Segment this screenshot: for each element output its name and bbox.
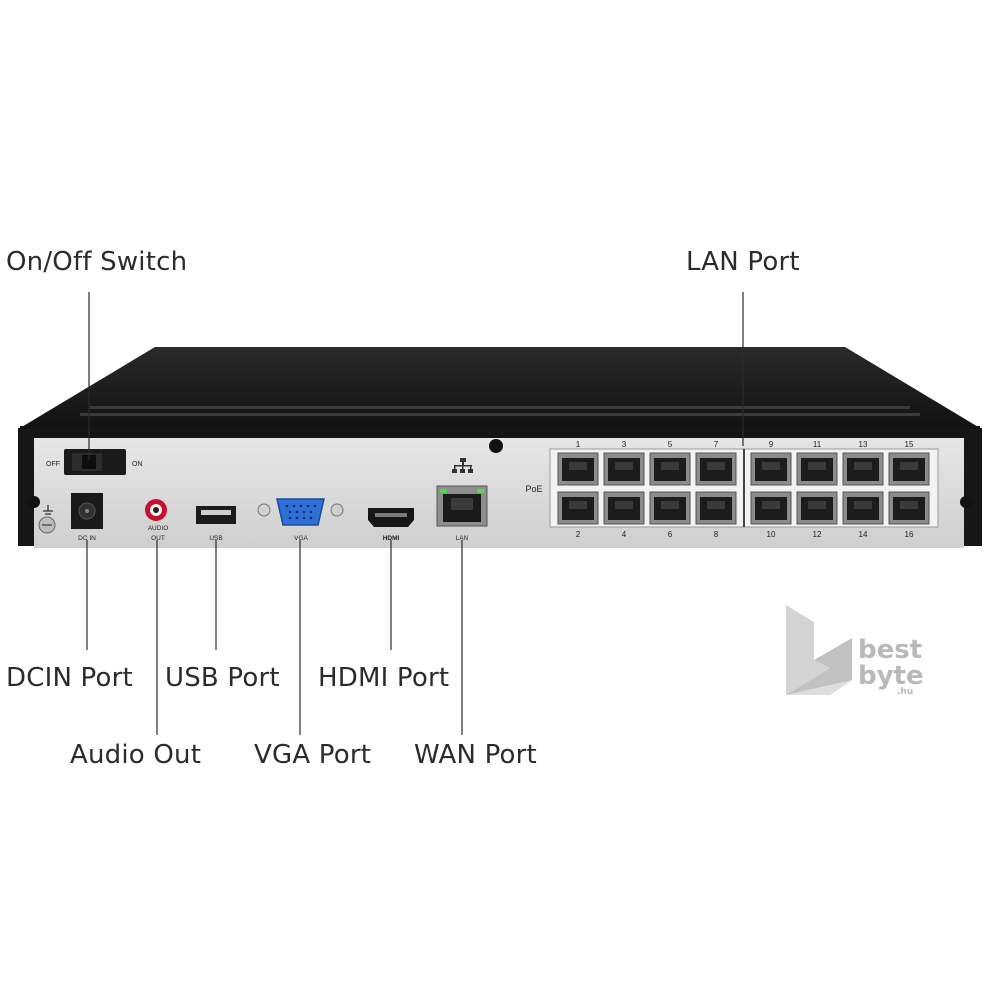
callout-on-off-switch: On/Off Switch — [6, 247, 188, 277]
logo-word-byte: byte — [858, 661, 924, 691]
poe-rj45-port — [695, 491, 737, 525]
poe-port-number: 11 — [813, 440, 822, 449]
poe-rj45-port — [649, 452, 691, 486]
poe-label: PoE — [525, 484, 542, 494]
hdmi-port — [368, 508, 414, 527]
poe-rj45-port — [557, 452, 599, 486]
poe-port-number: 6 — [668, 530, 673, 539]
vga-port — [276, 498, 325, 526]
poe-rj45-port — [750, 452, 792, 486]
chassis-left-cap — [18, 428, 34, 546]
ground-icon — [43, 505, 53, 515]
poe-port-number: 8 — [714, 530, 719, 539]
logo-suffix: .hu — [897, 687, 913, 697]
poe-rj45-port — [603, 491, 645, 525]
callout-lan-port: LAN Port — [686, 247, 800, 277]
logo-word-best: best — [858, 635, 922, 665]
audio-out-label-line2: OUT — [151, 535, 165, 542]
vent-slots — [80, 406, 920, 416]
poe-port-number: 10 — [767, 530, 776, 539]
poe-rj45-port — [695, 452, 737, 486]
callout-usb-port: USB Port — [165, 663, 280, 693]
bestbyte-logo: best byte .hu — [786, 605, 924, 697]
poe-port-number: 1 — [576, 440, 581, 449]
poe-rj45-port — [842, 452, 884, 486]
callout-leader-lines — [86, 292, 744, 735]
poe-rj45-port — [649, 491, 691, 525]
dc-in-label: DC IN — [78, 535, 96, 542]
poe-port-number: 13 — [859, 440, 868, 449]
poe-rj45-port — [796, 491, 838, 525]
vga-pins — [285, 504, 317, 520]
poe-port-number: 9 — [769, 440, 774, 449]
poe-port-number: 12 — [813, 530, 822, 539]
poe-rj45-port — [750, 491, 792, 525]
poe-port-number: 2 — [576, 530, 581, 539]
poe-rj45-port — [888, 491, 930, 525]
poe-port-number: 14 — [859, 530, 868, 539]
poe-port-grid — [557, 452, 930, 525]
callout-dcin-port: DCIN Port — [6, 663, 133, 693]
switch-on-label: ON — [132, 461, 143, 468]
poe-port-number: 5 — [668, 440, 673, 449]
screw-icon — [28, 496, 40, 508]
power-switch — [64, 449, 126, 475]
poe-rj45-port — [888, 452, 930, 486]
poe-port-number: 3 — [622, 440, 627, 449]
poe-rj45-port — [842, 491, 884, 525]
screw-icon — [960, 496, 972, 508]
poe-port-number: 15 — [905, 440, 914, 449]
poe-rj45-port — [557, 491, 599, 525]
chassis-right-cap — [964, 428, 982, 546]
switch-off-label: OFF — [46, 461, 60, 468]
chassis-front-rim — [20, 426, 980, 438]
poe-port-number: 4 — [622, 530, 627, 539]
poe-rj45-port — [603, 452, 645, 486]
callout-hdmi-port: HDMI Port — [318, 663, 450, 693]
network-icon — [452, 458, 473, 473]
lan-label: LAN — [456, 535, 469, 542]
audio-out-label-line1: AUDIO — [148, 525, 169, 532]
poe-rj45-port — [796, 452, 838, 486]
callout-audio-out: Audio Out — [70, 740, 202, 770]
hdmi-label: HDMI — [383, 535, 400, 542]
vga-label: VGA — [294, 535, 308, 542]
callout-wan-port: WAN Port — [414, 740, 537, 770]
poe-port-number: 16 — [905, 530, 914, 539]
screw-icon — [489, 439, 503, 453]
poe-port-number: 7 — [714, 440, 719, 449]
usb-label: USB — [209, 535, 222, 542]
callout-vga-port: VGA Port — [254, 740, 372, 770]
